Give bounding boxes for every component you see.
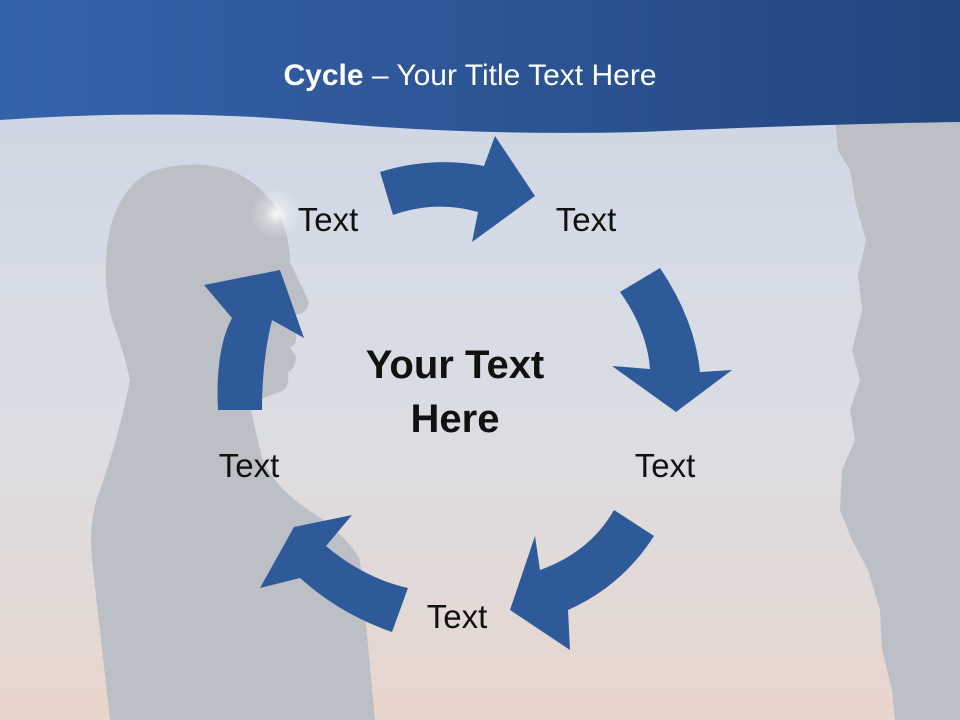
cycle-arrow-icon [510, 510, 654, 650]
center-text-line1: Your Text [365, 343, 545, 387]
cycle-arrow-icon [204, 270, 304, 410]
title-bold: Cycle [283, 59, 364, 92]
cliff-silhouette [835, 100, 960, 720]
cycle-label-left: Text [218, 447, 280, 484]
title-rest: – Your Title Text Here [363, 59, 657, 92]
cycle-arrow-icon [380, 136, 535, 242]
cycle-label-bottom: Text [426, 598, 488, 635]
cycle-label-top-right: Text [555, 201, 617, 238]
light-glow [250, 188, 302, 240]
center-text-line2: Here [410, 397, 500, 441]
slide-title: Cycle – Your Title Text Here [0, 56, 940, 96]
cycle-label-top-left: Text [297, 201, 359, 238]
cycle-label-right: Text [634, 447, 696, 484]
title-banner [0, 0, 960, 133]
center-text: Your Text Here [325, 338, 585, 446]
cycle-arrow-icon [612, 268, 732, 412]
cycle-arrow-icon [260, 515, 408, 632]
